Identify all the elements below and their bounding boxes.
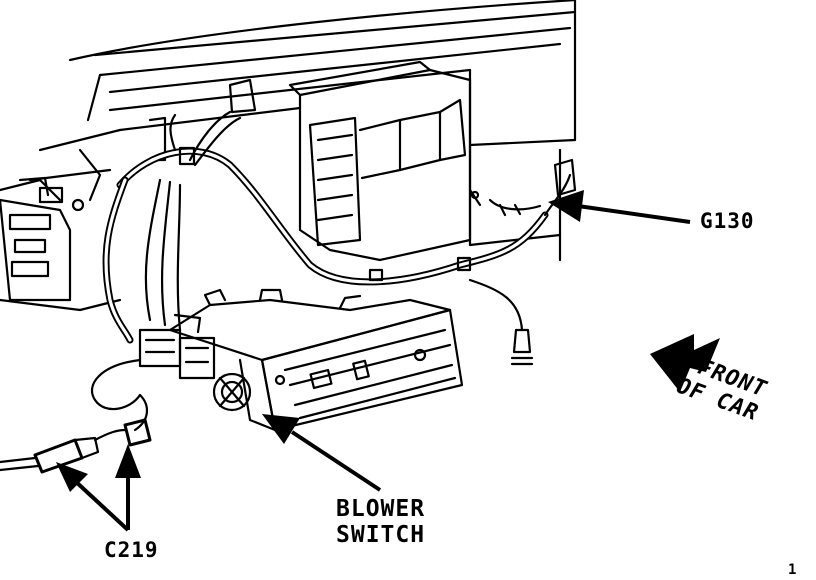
dashboard-outline bbox=[0, 0, 577, 312]
blower-label-line1: BLOWER bbox=[336, 496, 426, 522]
page-number: 1 bbox=[788, 562, 798, 578]
blower-label-line2: SWITCH bbox=[336, 522, 426, 549]
wire-harness bbox=[102, 110, 549, 344]
c219-arrow-left bbox=[56, 462, 130, 532]
c219-connector bbox=[0, 358, 152, 474]
blower-switch-label: BLOWER SWITCH bbox=[336, 496, 425, 549]
c219-label: C219 bbox=[104, 538, 159, 562]
c219-arrow-right bbox=[115, 444, 141, 530]
g130-ground bbox=[468, 158, 577, 366]
blower-switch-arrow bbox=[262, 414, 382, 492]
g130-arrow bbox=[548, 190, 691, 224]
blower-switch-control bbox=[138, 288, 464, 432]
heater-module bbox=[288, 60, 472, 262]
left-panel bbox=[0, 176, 85, 302]
callout-arrows bbox=[56, 190, 720, 532]
g130-label: G130 bbox=[700, 209, 755, 233]
front-of-car-arrow-icon bbox=[650, 334, 720, 392]
